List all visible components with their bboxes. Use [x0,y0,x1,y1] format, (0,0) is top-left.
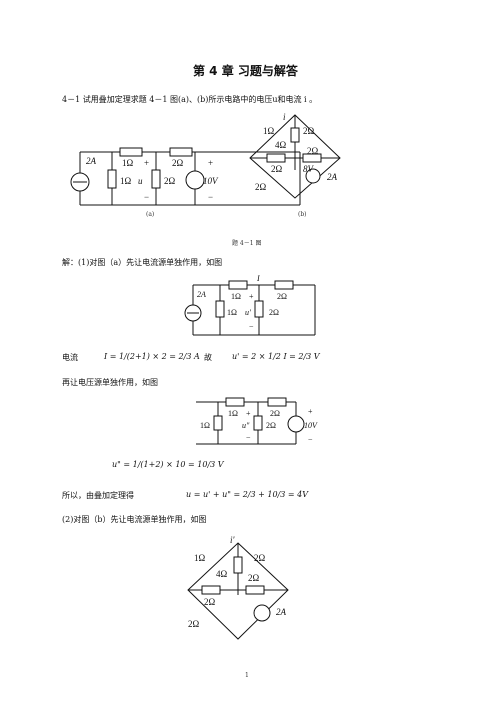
label-c-2ohm-b: 2Ω [269,308,279,317]
label-8v: 8V [303,164,315,174]
label-d-u2: u" [242,421,250,430]
circuit-voltage-only: 1Ω + 2Ω + 1Ω u" 2Ω 10V − − [196,397,318,445]
label-plus-a: + [144,158,149,168]
page-title: 第 4 章 习题与解答 [193,64,298,78]
solution-line-2: 再让电压源单独作用，如图 [62,378,158,387]
figure-b-current-only: i' 1Ω 2Ω 4Ω 2Ω 2Ω 2A 2Ω [187,535,289,640]
label-2a: 2A [86,156,97,166]
label-c-2ohm: 2Ω [277,292,287,301]
label-d-1ohm-b: 1Ω [200,421,210,430]
circuit-current-only: I 2A 1Ω + 2Ω 1Ω u' 2Ω − [184,274,316,336]
label-c-minus: − [249,322,254,331]
caption-b: (b) [298,211,307,218]
label-1ohm-top: 1Ω [122,158,134,168]
label-e-1ohm: 1Ω [194,553,206,563]
label-b-2ohm-b: 2Ω [307,146,319,156]
solution-line-3: (2)对图（b）先让电流源单独作用，如图 [62,515,207,524]
figure-a-circuit: 2A 1Ω + 2Ω + 1Ω u 2Ω 10V − − [70,147,301,206]
label-d-minus: − [246,433,251,442]
label-minus-a2: − [208,192,213,202]
label-c-plus: + [249,292,254,301]
label-c-u1: u' [245,308,251,317]
sum-equation: u = u' + u" = 2/3 + 10/3 = 4V [186,490,308,499]
label-d-10v: 10V [304,421,318,430]
label-1ohm-side: 1Ω [120,176,132,186]
problem-statement: 4－1 试用叠加定理求题 4－1 图(a)、(b)所示电路中的电压u和电流 i … [62,95,318,104]
label-e-4ohm: 4Ω [216,569,228,579]
caption-a: (a) [146,211,155,218]
label-b-2a: 2A [327,172,338,182]
therefore-label: 故 [204,353,212,362]
label-b-1ohm: 1Ω [263,126,275,136]
page-number: 1 [245,672,249,679]
label-d-plus: + [246,409,251,418]
label-i: i [283,112,286,122]
label-2ohm-side: 2Ω [164,176,176,186]
label-c-1ohm: 1Ω [231,292,241,301]
label-e-2ohm-c: 2Ω [204,597,216,607]
label-d-2ohm: 2Ω [270,409,280,418]
figure-b-circuit: 1Ω i 2Ω 4Ω 2Ω 2Ω 8V 2A 2Ω [249,112,341,199]
label-2ohm-top: 2Ω [172,158,184,168]
label-d-1ohm: 1Ω [228,409,238,418]
label-10v: 10V [203,176,219,186]
label-e-2ohm-d: 2Ω [188,619,200,629]
label-d-2ohm-b: 2Ω [266,421,276,430]
label-e-i1: i' [230,535,236,545]
label-I: I [256,274,260,283]
sum-text: 所以，由叠加定理得 [62,491,134,500]
label-u: u [138,176,143,186]
label-e-2ohm-a: 2Ω [254,553,266,563]
u1-equation: u' = 2 × 1/2 I = 2/3 V [232,352,320,361]
label-b-2ohm-d: 2Ω [255,182,267,192]
label-b-2ohm-a: 2Ω [303,126,315,136]
u2-equation: u" = 1/(1+2) × 10 = 10/3 V [112,460,224,469]
label-c-2a: 2A [197,290,206,299]
label-minus-a: − [144,192,149,202]
label-e-2ohm-b: 2Ω [248,573,260,583]
label-b-4ohm: 4Ω [275,140,287,150]
label-c-1ohm-b: 1Ω [227,308,237,317]
label-d-plus2: + [308,407,313,416]
label-d-minus2: − [308,435,313,444]
solution-line-1: 解：(1)对图（a）先让电流源单独作用，如图 [62,258,223,267]
current-equation: I = 1/(2+1) × 2 = 2/3 A [104,352,200,361]
label-b-2ohm-c: 2Ω [271,164,283,174]
label-e-2a: 2A [276,607,287,617]
figure-caption: 题 4－1 图 [232,240,262,247]
label-plus-a2: + [208,158,213,168]
current-label: 电流 [62,353,78,362]
